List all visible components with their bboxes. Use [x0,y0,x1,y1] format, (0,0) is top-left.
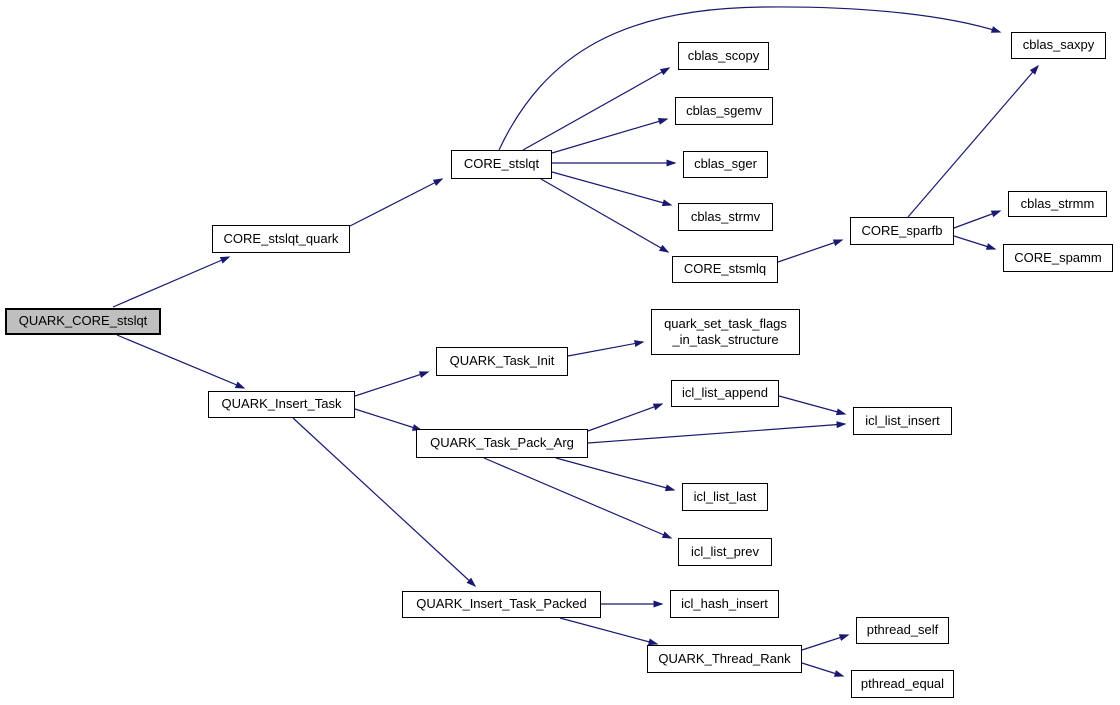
node-icl-list-prev[interactable]: icl_list_prev [678,538,772,566]
edge-core-sparfb-to-core-spamm [953,235,997,250]
node-pthread-equal[interactable]: pthread_equal [851,670,954,698]
node-quark-core-stslqt: QUARK_CORE_stslqt [5,308,161,335]
node-quark-insert-task[interactable]: QUARK_Insert_Task [208,391,355,418]
edge-core-stslqt-to-cblas-sgemv [551,118,669,154]
node-cblas-saxpy[interactable]: cblas_saxpy [1011,32,1106,59]
edge-quark-task-pack-arg-to-icl-list-last [555,457,676,492]
node-core-stslqt[interactable]: CORE_stslqt [451,150,552,179]
node-icl-list-last[interactable]: icl_list_last [682,483,768,511]
node-icl-list-insert[interactable]: icl_list_insert [853,407,952,435]
node-cblas-sgemv[interactable]: cblas_sgemv [675,97,773,125]
edge-quark-core-stslqt-to-quark-insert-task [116,334,246,389]
node-quark-set-task-flags-in-task-structure[interactable]: quark_set_task_flags _in_task_structure [651,309,800,355]
edge-quark-core-stslqt-to-core-stslqt-quark [112,256,231,308]
edge-core-stsmlq-to-core-sparfb [777,239,844,263]
node-quark-task-init[interactable]: QUARK_Task_Init [436,347,568,376]
node-quark-insert-task-packed[interactable]: QUARK_Insert_Task_Packed [402,591,601,618]
edge-core-sparfb-to-cblas-strmm [953,210,1002,229]
edge-core-stslqt-to-cblas-strmv [551,171,673,207]
node-quark-thread-rank[interactable]: QUARK_Thread_Rank [647,645,802,673]
node-cblas-sger[interactable]: cblas_sger [683,151,768,178]
edge-quark-thread-rank-to-pthread-equal [801,662,845,677]
edge-quark-insert-task-to-quark-task-init [354,371,430,397]
edge-icl-list-append-to-icl-list-insert [778,395,847,416]
node-pthread-self[interactable]: pthread_self [856,617,949,644]
edge-quark-insert-task-packed-to-quark-thread-rank [559,617,659,646]
node-icl-hash-insert[interactable]: icl_hash_insert [670,590,779,618]
edge-quark-task-pack-arg-to-icl-list-prev [483,457,673,539]
node-core-sparfb[interactable]: CORE_sparfb [850,217,954,245]
edge-core-sparfb-to-cblas-saxpy [907,64,1039,218]
node-quark-task-pack-arg[interactable]: QUARK_Task_Pack_Arg [416,429,588,458]
edge-quark-insert-task-to-quark-task-pack-arg [354,408,423,431]
edge-quark-insert-task-to-quark-insert-task-packed [292,417,477,588]
edge-core-stslqt-to-cblas-saxpy [498,6,1002,151]
edge-quark-task-init-to-quark-set-task-flags [567,340,645,357]
node-cblas-scopy[interactable]: cblas_scopy [678,42,769,70]
node-core-stsmlq[interactable]: CORE_stsmlq [672,256,778,283]
node-cblas-strmv[interactable]: cblas_strmv [678,203,773,231]
edge-quark-thread-rank-to-pthread-self [801,634,850,651]
edge-quark-task-pack-arg-to-icl-list-insert [587,421,847,444]
node-icl-list-append[interactable]: icl_list_append [671,380,779,407]
edge-core-stslqt-quark-to-core-stslqt [349,178,444,227]
node-core-stslqt-quark[interactable]: CORE_stslqt_quark [212,225,350,253]
node-core-spamm[interactable]: CORE_spamm [1003,244,1113,272]
edge-core-stslqt-to-core-stsmlq [540,178,670,253]
edge-core-stslqt-to-cblas-scopy [522,67,671,151]
edge-quark-task-pack-arg-to-icl-list-append [587,403,664,432]
node-cblas-strmm[interactable]: cblas_strmm [1008,191,1107,217]
